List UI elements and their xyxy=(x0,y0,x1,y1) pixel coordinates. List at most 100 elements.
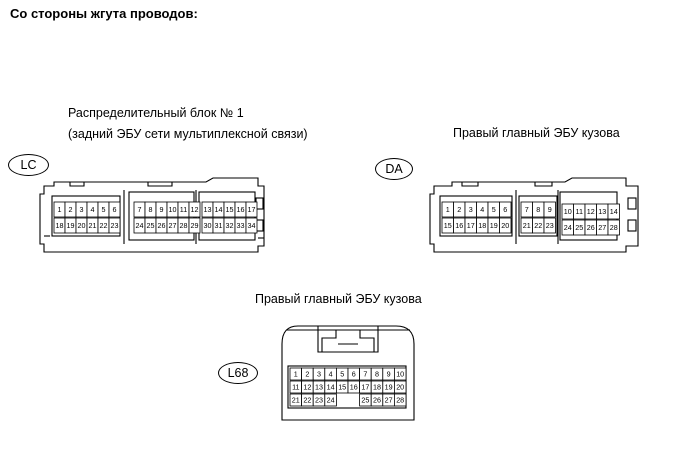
pin-cell xyxy=(166,201,179,218)
pin-cell xyxy=(212,217,225,234)
pin-number: 14 xyxy=(327,383,335,392)
pin-number: 26 xyxy=(373,396,381,405)
pin-number: 13 xyxy=(598,207,606,216)
pin-cell xyxy=(245,217,258,234)
pin-cell xyxy=(532,217,545,234)
pin-cell xyxy=(188,201,201,218)
pin-number: 20 xyxy=(78,221,86,230)
pin-cell xyxy=(476,201,489,218)
pin-number: 1 xyxy=(446,205,450,214)
pin-number: 33 xyxy=(237,221,245,230)
pin-number: 20 xyxy=(501,221,509,230)
da-caption: Правый главный ЭБУ кузова xyxy=(453,126,620,140)
pin-number: 2 xyxy=(305,370,309,379)
pin-cell xyxy=(201,217,214,234)
pin-cell xyxy=(561,203,574,220)
pin-cell xyxy=(188,217,201,234)
pin-number: 6 xyxy=(352,370,356,379)
pin-number: 6 xyxy=(113,205,117,214)
pin-cell xyxy=(596,219,609,236)
pin-cell xyxy=(382,393,395,407)
pin-number: 22 xyxy=(303,396,311,405)
pin-cell xyxy=(607,219,620,236)
pin-cell xyxy=(335,380,349,394)
pin-cell xyxy=(64,201,77,218)
pin-number: 6 xyxy=(503,205,507,214)
pin-number: 21 xyxy=(523,221,531,230)
pin-number: 12 xyxy=(191,205,199,214)
pin-cell xyxy=(289,393,303,407)
pin-cell xyxy=(75,201,88,218)
pin-cell xyxy=(301,393,314,407)
pin-cell xyxy=(212,201,225,218)
pin-cell xyxy=(97,217,110,234)
pin-number: 34 xyxy=(248,221,256,230)
pin-number: 21 xyxy=(89,221,97,230)
pin-cell xyxy=(223,217,236,234)
pin-cell xyxy=(166,217,179,234)
pin-number: 5 xyxy=(102,205,106,214)
pin-cell xyxy=(607,203,620,220)
pin-number: 27 xyxy=(385,396,393,405)
pin-number: 4 xyxy=(91,205,95,214)
pin-cell xyxy=(532,201,545,218)
pin-cell xyxy=(289,367,303,381)
pin-cell xyxy=(487,201,500,218)
pin-number: 16 xyxy=(237,205,245,214)
pin-number: 4 xyxy=(480,205,484,214)
pin-cell xyxy=(108,217,121,234)
pin-number: 14 xyxy=(610,207,618,216)
pin-cell xyxy=(133,217,146,234)
pin-number: 18 xyxy=(373,383,381,392)
pin-cell xyxy=(453,217,466,234)
pin-number: 25 xyxy=(575,223,583,232)
pin-cell xyxy=(312,380,326,394)
pin-cell xyxy=(97,201,110,218)
pin-cell xyxy=(53,201,66,218)
pin-cell xyxy=(573,203,586,220)
pin-number: 15 xyxy=(226,205,234,214)
pin-cell xyxy=(359,367,372,381)
pin-cell xyxy=(75,217,88,234)
pin-cell xyxy=(301,380,314,394)
pin-cell xyxy=(234,201,247,218)
pin-cell xyxy=(382,380,395,394)
pin-number: 5 xyxy=(492,205,496,214)
pin-cell xyxy=(155,217,168,234)
pin-cell xyxy=(359,380,372,394)
pin-number: 8 xyxy=(149,205,153,214)
pin-number: 9 xyxy=(548,205,552,214)
pin-cell xyxy=(382,367,395,381)
pin-number: 3 xyxy=(469,205,473,214)
pin-number: 20 xyxy=(396,383,404,392)
pin-number: 21 xyxy=(292,396,300,405)
pin-cell xyxy=(177,201,190,218)
pin-number: 22 xyxy=(100,221,108,230)
pin-cell xyxy=(234,217,247,234)
pin-number: 11 xyxy=(292,383,299,392)
pin-number: 3 xyxy=(80,205,84,214)
pin-number: 24 xyxy=(564,223,572,232)
pin-cell xyxy=(441,217,454,234)
pin-number: 19 xyxy=(385,383,393,392)
pin-cell xyxy=(370,380,384,394)
pin-number: 22 xyxy=(534,221,542,230)
pin-cell xyxy=(393,393,407,407)
pin-cell xyxy=(487,217,500,234)
pin-number: 8 xyxy=(536,205,540,214)
pin-number: 17 xyxy=(248,205,256,214)
pin-cell xyxy=(370,393,384,407)
pin-cell xyxy=(301,367,314,381)
pin-number: 4 xyxy=(329,370,333,379)
pin-cell xyxy=(133,201,146,218)
pin-cell xyxy=(453,201,466,218)
pin-number: 2 xyxy=(69,205,73,214)
pin-number: 27 xyxy=(169,221,177,230)
pin-cell xyxy=(441,201,454,218)
pin-number: 18 xyxy=(56,221,64,230)
pin-number: 26 xyxy=(587,223,595,232)
pin-number: 15 xyxy=(444,221,452,230)
pin-number: 7 xyxy=(138,205,142,214)
pin-cell xyxy=(393,367,407,381)
